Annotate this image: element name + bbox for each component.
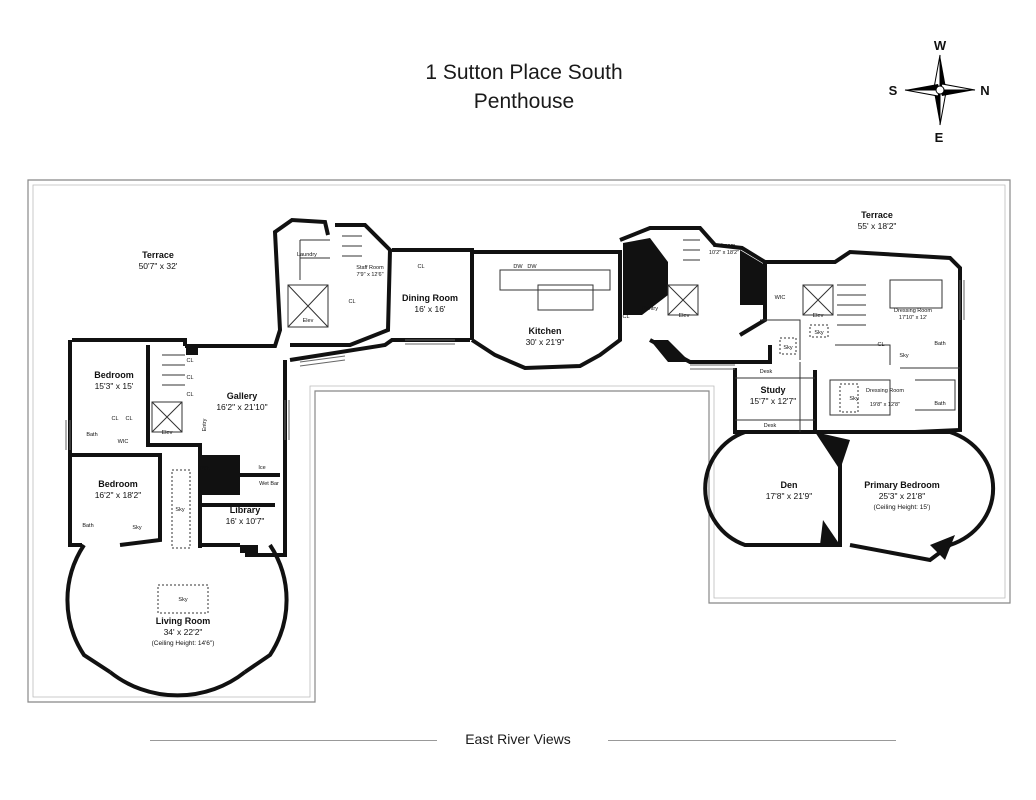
- footer-caption: East River Views: [0, 731, 1036, 747]
- pantry-label: Pantry: [642, 306, 658, 312]
- bedroom3-name: Bedroom: [713, 243, 736, 249]
- cl-label-5: CL: [125, 416, 132, 422]
- sky-label-4: Sky: [783, 345, 792, 351]
- bath-label-2: Bath: [82, 523, 93, 529]
- cl-label-2: CL: [186, 375, 193, 381]
- elev-label-3: Elev: [679, 313, 690, 319]
- gallery-name: Gallery: [227, 391, 258, 401]
- dw-label-1: DW: [513, 264, 523, 270]
- title-line1: 1 Sutton Place South: [425, 61, 623, 84]
- footer-rule-right: [608, 740, 896, 741]
- terrace-east-dims: 55' x 18'2": [858, 221, 897, 231]
- sky-label-3: Sky: [132, 525, 141, 531]
- den-name: Den: [780, 480, 797, 490]
- wet-bar-label: Wet Bar: [259, 481, 279, 487]
- bedroom1-dims: 15'3" x 15': [95, 381, 134, 391]
- bedroom2-name: Bedroom: [98, 479, 138, 489]
- bedroom1-name: Bedroom: [94, 370, 134, 380]
- terrace-west-dims: 50'7" x 32': [139, 261, 178, 271]
- living-note: (Ceiling Height: 14'6"): [152, 640, 215, 647]
- wic-label-2: WIC: [775, 295, 786, 301]
- sky-label-7: Sky: [899, 353, 908, 359]
- page-title: 1 Sutton Place South Penthouse: [324, 58, 724, 116]
- cl-label-9: CL: [877, 342, 884, 348]
- compass-rose-icon: [904, 54, 976, 126]
- staff-room-dims: 7'9" x 12'6": [356, 272, 383, 278]
- cl-label-8: CL: [622, 314, 629, 320]
- dressing2-name: Dressing Room: [866, 388, 904, 394]
- structural-columns: [186, 238, 955, 560]
- bedroom3-dims: 10'2" x 18'2": [709, 250, 739, 256]
- terrace-east-name: Terrace: [861, 210, 893, 220]
- cl-label-4: CL: [111, 416, 118, 422]
- footer-rule-left: [150, 740, 437, 741]
- terrace-outline: [27, 179, 1011, 703]
- living-name: Living Room: [156, 616, 211, 626]
- footer-text: East River Views: [447, 731, 589, 747]
- living-dims: 34' x 22'2": [164, 627, 203, 637]
- gallery-dims: 16'2" x 21'10": [216, 402, 267, 412]
- elev-label-2: Elev: [162, 430, 173, 436]
- laundry-label: Laundry: [297, 252, 317, 258]
- windows: [65, 280, 965, 450]
- title-line2: Penthouse: [473, 90, 575, 113]
- bath-label-4: Bath: [934, 401, 945, 407]
- primary-bedroom-name: Primary Bedroom: [864, 480, 940, 490]
- bath-label-3: Bath: [934, 341, 945, 347]
- staff-room-name: Staff Room: [356, 265, 384, 271]
- powder-room-label: P.R.: [200, 466, 210, 472]
- desk-label-2: Desk: [764, 423, 777, 429]
- cl-label-1: CL: [186, 358, 193, 364]
- elev-label-1: Elev: [303, 318, 314, 324]
- sky-label-6: Sky: [849, 396, 858, 402]
- compass-s: S: [889, 83, 898, 98]
- terrace-west-name: Terrace: [142, 250, 174, 260]
- sky-label-1: Sky: [178, 597, 187, 603]
- library-dims: 16' x 10'7": [226, 516, 265, 526]
- ice-label: Ice: [258, 465, 265, 471]
- dressing2-dims: 19'8" x 12'8": [870, 402, 900, 408]
- den-dims: 17'8" x 21'9": [766, 491, 813, 501]
- compass-e: E: [935, 130, 944, 145]
- sky-label-5: Sky: [814, 330, 823, 336]
- dw-label-2: DW: [527, 264, 537, 270]
- dressing1-name: Dressing Room: [894, 308, 932, 314]
- bedroom2-dims: 16'2" x 18'2": [95, 490, 142, 500]
- dressing1-dims: 17'10" x 12': [899, 315, 927, 321]
- entry-label: Entry: [202, 418, 208, 431]
- wic-label-1: WIC: [118, 439, 129, 445]
- compass-w: W: [934, 38, 947, 53]
- cl-label-6: CL: [348, 299, 355, 305]
- desk-label-1: Desk: [760, 369, 773, 375]
- interior-lines: [151, 235, 960, 614]
- study-name: Study: [760, 385, 785, 395]
- cl-label-3: CL: [186, 392, 193, 398]
- sky-label-2: Sky: [175, 507, 184, 513]
- library-name: Library: [230, 505, 261, 515]
- west-wing-walls: [65, 217, 470, 698]
- bath-label-1: Bath: [86, 432, 97, 438]
- dining-dims: 16' x 16': [414, 304, 446, 314]
- primary-bedroom-note: (Ceiling Height: 15'): [874, 504, 931, 511]
- primary-bedroom-dims: 25'3" x 21'8": [879, 491, 926, 501]
- desk-label-3: Desk: [144, 364, 150, 377]
- kitchen-name: Kitchen: [528, 326, 561, 336]
- kitchen-dims: 30' x 21'9": [526, 337, 565, 347]
- study-dims: 15'7" x 12'7": [750, 396, 797, 406]
- elev-label-4: Elev: [813, 313, 824, 319]
- cl-label-7: CL: [417, 264, 424, 270]
- compass-n: N: [980, 83, 989, 98]
- dining-name: Dining Room: [402, 293, 458, 303]
